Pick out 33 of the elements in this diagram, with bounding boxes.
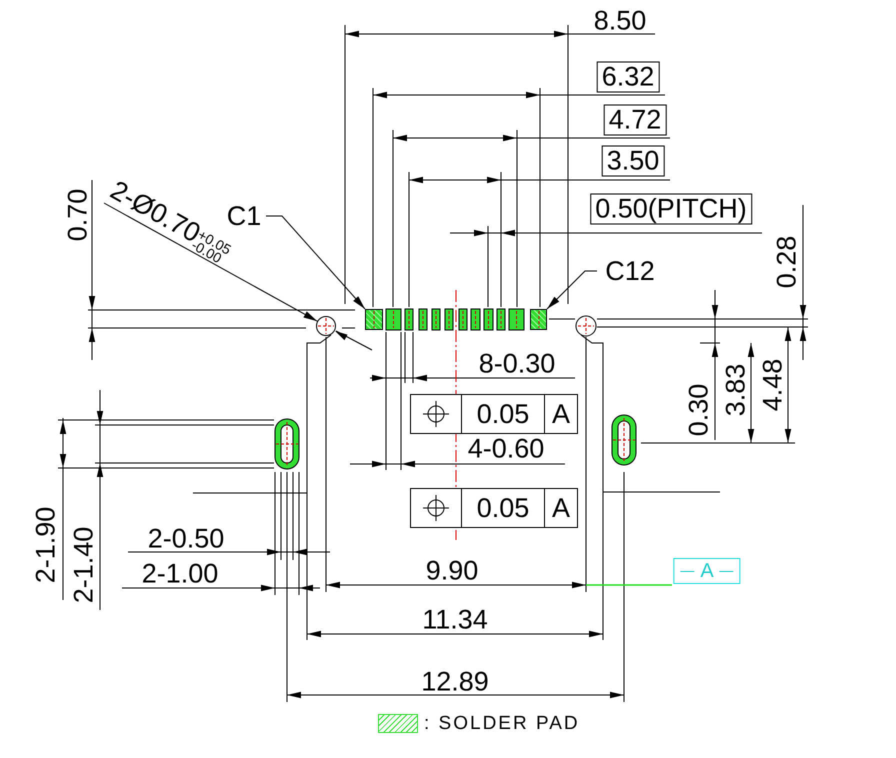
dimension-value: 2-1.90 — [32, 506, 60, 584]
dimension-value: 4.48 — [760, 358, 786, 412]
dimension-value: 2-1.00 — [142, 560, 218, 588]
dimension-value: 9.90 — [426, 558, 478, 584]
leader-line — [546, 270, 598, 310]
tolerance-value: 0.05 — [462, 489, 545, 527]
tolerance-value: 0.05 — [462, 395, 545, 433]
basic-dimension: 3.50 — [602, 146, 664, 176]
dimension-value: 8-0.30 — [478, 350, 556, 378]
datum-reference: A — [550, 398, 571, 430]
dimension-value: 12.89 — [421, 668, 489, 696]
dimension-value: 2-1.40 — [70, 526, 98, 604]
datum-reference: A — [550, 492, 571, 524]
leader-line — [104, 202, 318, 322]
dimension-value: 11.34 — [422, 606, 488, 634]
dimension-value: 4-0.60 — [468, 436, 544, 462]
leader-line — [266, 216, 366, 310]
dimension-value: 3.83 — [722, 364, 750, 416]
basic-dimension: 6.32 — [596, 62, 660, 92]
datum-label: A — [673, 558, 741, 584]
dimension-value: 0.30 — [686, 384, 712, 436]
basic-dimension: 0.50(PITCH) — [590, 194, 752, 224]
solder-pad — [530, 309, 547, 330]
legend-text: : SOLDER PAD — [424, 713, 580, 735]
dimension-value: 0.28 — [774, 236, 800, 288]
dimension-value: 8.50 — [594, 8, 646, 34]
callout-label: C12 — [597, 253, 663, 289]
basic-dimension: 4.72 — [604, 104, 666, 136]
callout-label: C1 — [222, 198, 266, 234]
solder-pad — [365, 309, 383, 330]
dimension-value: 2-0.50 — [148, 526, 224, 552]
mounting-hole — [316, 316, 336, 336]
dimension-value: 0.70 — [64, 188, 92, 242]
